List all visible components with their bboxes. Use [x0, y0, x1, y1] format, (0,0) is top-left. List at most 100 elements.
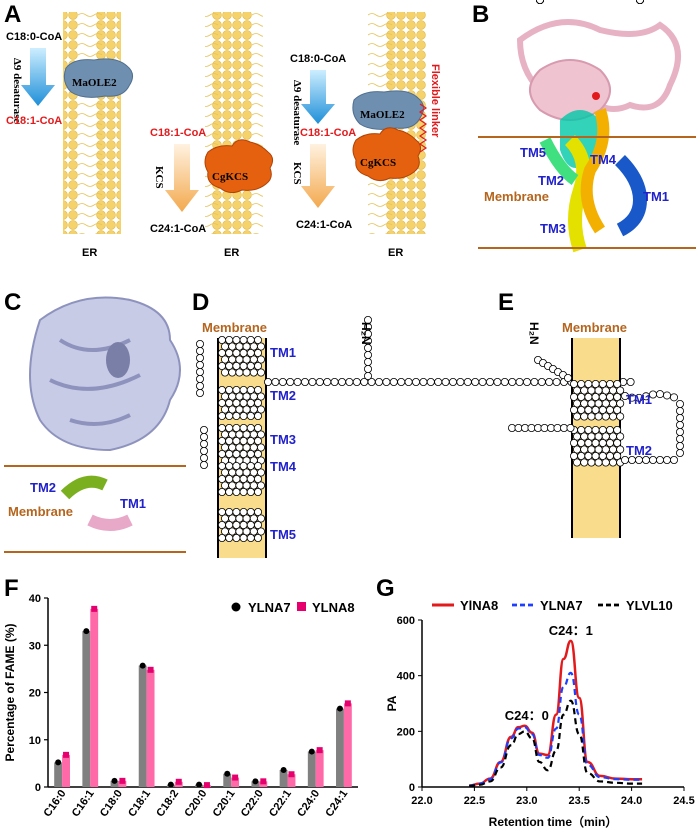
x-tick-label: C22:0: [239, 788, 266, 819]
residue: [456, 377, 465, 386]
residue: [606, 425, 615, 434]
residue: [217, 436, 226, 445]
residue: [253, 411, 262, 420]
bar-ylna7: [82, 631, 91, 787]
residue: [577, 405, 586, 414]
residue: [463, 377, 472, 386]
residue: [235, 355, 244, 364]
residue: [609, 399, 618, 408]
residue: [246, 411, 255, 420]
bar-ylna8: [146, 669, 155, 787]
residue: [217, 423, 226, 432]
tm1-label-c: TM1: [120, 496, 146, 511]
residue: [228, 430, 237, 439]
residue: [594, 445, 603, 454]
residue: [606, 392, 615, 401]
residue: [609, 445, 618, 454]
a-middle-arrow: [165, 144, 199, 212]
y-tick-label: 400: [397, 671, 415, 683]
residue: [232, 449, 241, 458]
residue: [239, 423, 248, 432]
residue: [239, 411, 248, 420]
residue: [253, 335, 262, 344]
residue: [598, 379, 607, 388]
residue: [591, 392, 600, 401]
x-tick-label: C24:1: [323, 788, 350, 819]
residue: [616, 386, 625, 395]
residue: [263, 377, 272, 386]
residue: [220, 355, 229, 364]
residue: [235, 481, 244, 490]
residue: [242, 481, 251, 490]
residue: [616, 412, 625, 421]
residue: [232, 474, 241, 483]
residue: [594, 386, 603, 395]
residue: [246, 507, 255, 516]
residue: [577, 451, 586, 460]
residue: [570, 438, 579, 447]
residue: [246, 348, 255, 357]
residue: [601, 386, 610, 395]
residue: [195, 374, 204, 383]
residue: [220, 527, 229, 536]
residue: [580, 458, 589, 467]
residue: [232, 385, 241, 394]
legend-marker-ylna7: [231, 602, 241, 612]
residue: [606, 379, 615, 388]
residue: [598, 392, 607, 401]
residue: [239, 534, 248, 543]
residue: [225, 461, 234, 470]
residue: [594, 399, 603, 408]
residue: [217, 411, 226, 420]
residue: [249, 342, 258, 351]
residue: [249, 514, 258, 523]
residue: [352, 377, 361, 386]
residue: [249, 405, 258, 414]
panel-label-c: C: [4, 289, 21, 316]
residue: [411, 377, 420, 386]
residue: [246, 487, 255, 496]
residue: [591, 405, 600, 414]
residue: [220, 368, 229, 377]
panel-label-d: D: [192, 289, 209, 316]
residue: [478, 377, 487, 386]
y-tick-label: 40: [29, 593, 41, 605]
y-axis-title: Percentage of FAME (%): [3, 623, 17, 761]
x-tick-label: C16:0: [42, 788, 69, 819]
residue: [663, 391, 672, 400]
residue: [249, 527, 258, 536]
residue: [242, 368, 251, 377]
residue: [613, 379, 622, 388]
residue: [397, 377, 406, 386]
residue: [225, 335, 234, 344]
residue: [587, 399, 596, 408]
residue: [598, 425, 607, 434]
residue: [239, 335, 248, 344]
residue: [656, 390, 665, 399]
tm1-label-d: TM1: [270, 345, 296, 360]
residue: [601, 412, 610, 421]
residue: [594, 432, 603, 441]
point-ylna7: [55, 759, 62, 766]
y-tick-label: 600: [397, 615, 415, 627]
legend-label-ylna7: YLNA7: [540, 598, 583, 613]
y-tick-label: 20: [29, 688, 41, 700]
residue: [242, 342, 251, 351]
legend-label-ylvl10: YLVL10: [626, 598, 673, 613]
tm2-label-e: TM2: [626, 443, 652, 458]
point-ylna8: [63, 751, 70, 758]
tm1-label-e: TM1: [626, 392, 652, 407]
residue: [217, 521, 226, 530]
a-right-enzyme-type-1: Δ9 desaturase: [291, 80, 303, 145]
residue: [676, 441, 685, 450]
residue: [670, 393, 679, 402]
residue: [404, 377, 413, 386]
residue: [242, 468, 251, 477]
point-ylna7: [308, 748, 315, 755]
residue: [382, 377, 391, 386]
residue: [374, 377, 383, 386]
residue: [448, 377, 457, 386]
point-ylna7: [280, 766, 287, 773]
residue: [601, 432, 610, 441]
